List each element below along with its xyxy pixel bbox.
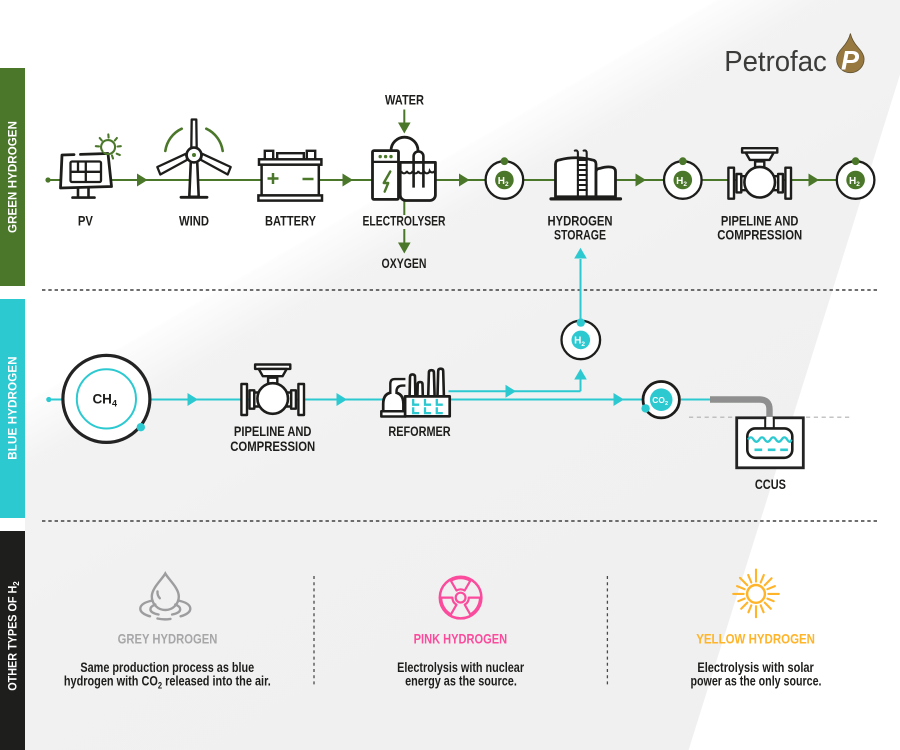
- svg-text:BLUE HYDROGEN: BLUE HYDROGEN: [8, 356, 20, 460]
- svg-text:COMPRESSION: COMPRESSION: [230, 439, 315, 454]
- svg-text:Electrolysis with nuclear: Electrolysis with nuclear: [397, 660, 524, 676]
- svg-text:YELLOW HYDROGEN: YELLOW HYDROGEN: [696, 630, 815, 646]
- svg-text:energy as the source.: energy as the source.: [405, 673, 517, 689]
- svg-text:CH4: CH4: [92, 391, 117, 408]
- svg-text:ELECTROLYSER: ELECTROLYSER: [362, 213, 445, 229]
- svg-text:GREEN HYDROGEN: GREEN HYDROGEN: [8, 121, 20, 233]
- svg-text:COMPRESSION: COMPRESSION: [717, 228, 802, 243]
- svg-text:WIND: WIND: [179, 214, 209, 229]
- svg-text:hydrogen with CO2 released int: hydrogen with CO2 released into the air.: [64, 673, 271, 690]
- svg-text:GREY HYDROGEN: GREY HYDROGEN: [118, 631, 218, 646]
- svg-text:Same production process as blu: Same production process as blue: [80, 660, 254, 676]
- svg-text:H2: H2: [574, 336, 585, 348]
- svg-text:BATTERY: BATTERY: [265, 214, 316, 229]
- svg-text:CO2: CO2: [652, 395, 668, 407]
- svg-text:REFORMER: REFORMER: [388, 424, 451, 439]
- svg-text:WATER: WATER: [385, 92, 424, 107]
- svg-text:Electrolysis with solar: Electrolysis with solar: [697, 660, 814, 675]
- svg-text:PIPELINE AND: PIPELINE AND: [721, 214, 799, 229]
- svg-text:STORAGE: STORAGE: [554, 227, 606, 243]
- svg-text:H2: H2: [676, 176, 687, 188]
- svg-text:power as the only source.: power as the only source.: [691, 673, 822, 689]
- svg-text:OXYGEN: OXYGEN: [382, 256, 427, 272]
- svg-text:P: P: [841, 46, 860, 76]
- svg-text:H2: H2: [849, 176, 860, 188]
- svg-text:OTHER TYPES OF H2: OTHER TYPES OF H2: [7, 581, 21, 691]
- svg-text:PINK HYDROGEN: PINK HYDROGEN: [414, 631, 507, 647]
- svg-text:CCUS: CCUS: [755, 477, 786, 492]
- svg-text:Petrofac: Petrofac: [724, 44, 827, 77]
- svg-text:H2: H2: [498, 176, 509, 188]
- svg-text:PV: PV: [78, 214, 94, 229]
- svg-text:PIPELINE AND: PIPELINE AND: [234, 424, 312, 439]
- svg-text:HYDROGEN: HYDROGEN: [548, 214, 613, 229]
